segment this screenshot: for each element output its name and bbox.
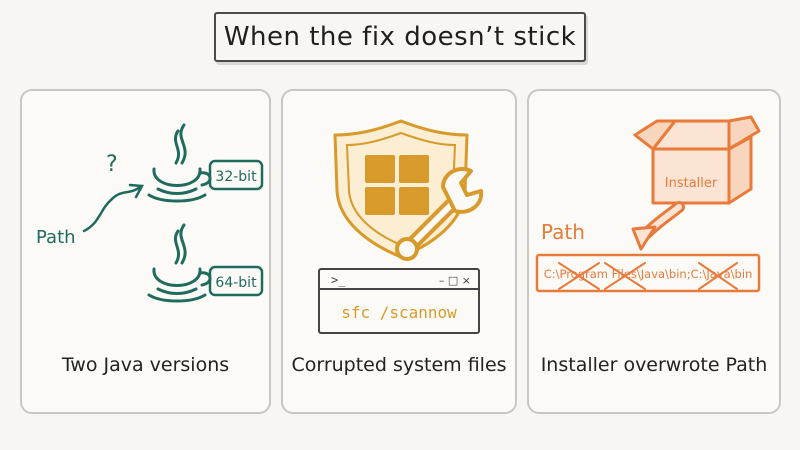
terminal-command: sfc /scannow [341, 303, 457, 322]
path-label: Path [36, 227, 76, 248]
box-label: Installer [665, 176, 718, 191]
version-tag-32 [208, 159, 264, 191]
down-arrow-icon [631, 201, 685, 251]
version-tag-64-label: 64-bit [215, 275, 257, 291]
page-title: When the fix doesn’t stick [223, 22, 577, 52]
curved-arrow-icon [82, 183, 145, 233]
wrench-icon [395, 167, 484, 261]
terminal-window-icon [318, 268, 480, 334]
path-label: Path [541, 220, 585, 244]
question-mark: ? [106, 152, 118, 177]
panel-installer-overwrote-path: Installer Path C:\Program Files\Java\bin… [527, 89, 781, 414]
version-tag-32-label: 32-bit [215, 169, 257, 185]
panel-caption: Two Java versions [61, 354, 230, 376]
terminal-prompt: >_ [331, 273, 346, 287]
windows-logo-icon [365, 155, 429, 215]
path-value: C:\Program Files\Java\bin;C:\Java\bin [544, 267, 753, 281]
java-cup-icon [147, 223, 212, 303]
window-controls: – □ × [439, 274, 471, 287]
open-box-icon [633, 115, 761, 205]
two-java-illustration: ? Path 32-bit 64-bit [36, 123, 264, 303]
path-value-box [535, 253, 761, 293]
panel-caption: Corrupted system files [291, 354, 507, 376]
panel-two-java-versions: ? Path 32-bit 64-bit Two Java versions [20, 89, 271, 414]
version-tag-64 [208, 265, 264, 297]
system-files-illustration: >_ – □ × sfc /scannow [318, 119, 484, 334]
installer-illustration: Installer Path C:\Program Files\Java\bin… [535, 115, 761, 293]
java-cup-icon [147, 123, 212, 203]
cross-out-icon [558, 262, 738, 290]
title-banner: When the fix doesn’t stick [214, 12, 586, 62]
panel-caption: Installer overwrote Path [540, 354, 768, 376]
panel-corrupted-system-files: >_ – □ × sfc /scannow Corrupted system f… [281, 89, 517, 414]
